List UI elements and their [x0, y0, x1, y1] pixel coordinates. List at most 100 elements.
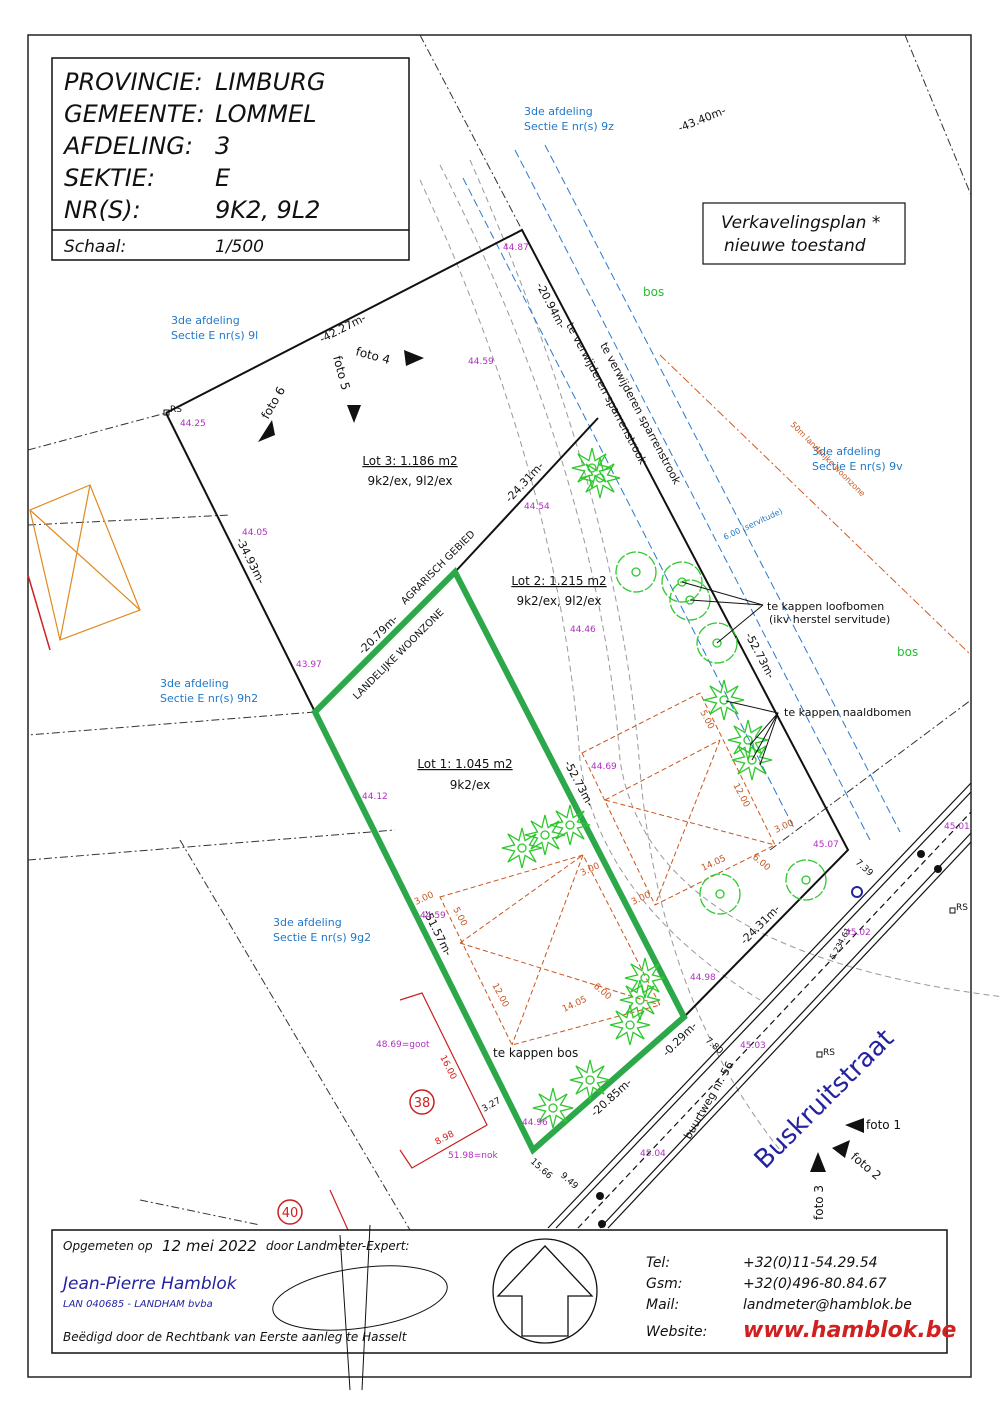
- conifer-tree-icon: [703, 679, 745, 721]
- spot-level: 45.04: [640, 1149, 666, 1159]
- parcel-label: 3de afdeling: [812, 445, 881, 458]
- title-label: AFDELING:: [62, 132, 193, 160]
- contact-mobile[interactable]: +32(0)496-80.84.67: [743, 1276, 887, 1292]
- title-value: E: [215, 164, 231, 192]
- conifer-trunk-icon: [640, 973, 650, 983]
- conifer-tree-icon: [727, 719, 769, 761]
- conifer-trunk-icon: [625, 1020, 635, 1030]
- building-dim: 6.00: [750, 853, 772, 874]
- title-block: PROVINCIE: LIMBURG GEMEENTE: LOMMEL AFDE…: [51, 57, 410, 261]
- servitude-label: 6.00 (servitude): [722, 507, 784, 542]
- dimension-label: -34.93m-: [233, 535, 267, 586]
- leader-lines: [681, 581, 779, 766]
- title-label: GEMEENTE:: [64, 100, 205, 128]
- cadastral-lines: [27, 34, 972, 1231]
- road-dots: [596, 850, 942, 1228]
- dimension-label: 7.39: [853, 858, 875, 879]
- parcel-labels: 3de afdeling Sectie E nr(s) 9z 3de afdel…: [160, 105, 903, 944]
- dimension-label: 9.49: [558, 1171, 580, 1192]
- conifer-trunk-icon: [587, 463, 597, 473]
- lot-labels: Lot 1: 1.045 m2 9k2/ex Lot 2: 1.215 m2 9…: [362, 454, 606, 792]
- conifer-tree-icon: [501, 827, 543, 869]
- neighbor-dim: 16.00: [437, 1054, 458, 1082]
- goot-level: 48.69=goot: [376, 1040, 430, 1050]
- building-dim: 14.05: [700, 854, 728, 874]
- building-dim: 3.00: [579, 861, 602, 879]
- spot-level: 44.87: [503, 243, 529, 253]
- forest-label: bos: [897, 645, 918, 659]
- house-number-40-badge: [277, 1199, 303, 1225]
- title-label: NR(S):: [64, 196, 141, 224]
- parcel-label: 3de afdeling: [160, 677, 229, 690]
- rs-marker: RS: [170, 405, 182, 415]
- spot-level: 44.25: [180, 419, 206, 429]
- parcel-label: Sectie E nr(s) 9l: [171, 329, 258, 342]
- photo-label: foto 6: [258, 384, 288, 421]
- lot-3-parcels: 9k2/ex, 9l2/ex: [367, 474, 452, 488]
- parcel-label: 3de afdeling: [171, 314, 240, 327]
- building-footprints: [439, 692, 776, 1046]
- conifer-tree-icon: [532, 1087, 574, 1129]
- parcel-label: Sectie E nr(s) 9z: [524, 120, 614, 133]
- house-number-38-badge: [409, 1089, 435, 1115]
- spot-level: 44.98: [690, 973, 716, 983]
- manhole-icon: [851, 886, 863, 898]
- website-link[interactable]: www.hamblok.be: [743, 1318, 956, 1343]
- conifer-tree-icon: [571, 447, 613, 489]
- signature: [272, 1224, 448, 1391]
- sworn-statement: Beëdigd door de Rechtbank van Eerste aan…: [63, 1330, 408, 1344]
- neighbor-house-38: [329, 992, 488, 1231]
- building-dim: 6.00: [591, 982, 613, 1003]
- conifer-tree-icon: [731, 739, 773, 781]
- conifer-trunk-icon: [719, 695, 729, 705]
- conifer-tree-icon: [619, 979, 661, 1021]
- spot-levels: 44.87 44.59 44.25 44.05 44.54 43.97 44.4…: [180, 243, 970, 1159]
- footer-block: Opgemeten op 12 mei 2022 door Landmeter-…: [51, 1224, 956, 1391]
- building-dim: 12.00: [730, 782, 751, 810]
- photo-label: foto 1: [866, 1118, 901, 1132]
- contact-email[interactable]: landmeter@hamblok.be: [743, 1297, 912, 1313]
- trees-note: te kappen loofbomen: [767, 600, 884, 613]
- house-number-40: 40: [282, 1206, 299, 1221]
- spot-level: 44.12: [362, 792, 388, 802]
- spot-level: 45.01: [944, 822, 970, 832]
- building-dim: 3.00: [413, 890, 436, 908]
- dimension-label: -20.94m-: [533, 280, 568, 330]
- plan-title: Verkavelingsplan *: [721, 213, 880, 233]
- contact-phone[interactable]: +32(0)11-54.29.54: [743, 1255, 878, 1271]
- spot-level: 44.69: [591, 762, 617, 772]
- lot-2-parcels: 9k2/ex, 9l2/ex: [516, 594, 601, 608]
- photo-markers: [258, 350, 864, 1172]
- parcel-label: Sectie E nr(s) 9g2: [273, 931, 371, 944]
- title-value: 9K2, 9L2: [215, 196, 320, 224]
- scale-value: 1/500: [215, 237, 264, 257]
- conifer-trunk-icon: [548, 1103, 558, 1113]
- lot-1-outline: [311, 566, 688, 1155]
- surveyor-name: Jean-Pierre Hamblok: [60, 1274, 238, 1294]
- title-value: LOMMEL: [215, 100, 316, 128]
- conifer-trunk-icon: [517, 843, 527, 853]
- dimension-label: -52.73m-: [742, 630, 777, 680]
- trees-note: te kappen bos: [493, 1046, 578, 1060]
- conifer-trunk-icon: [565, 820, 575, 830]
- title-value: 3: [215, 132, 230, 160]
- photo-label: foto 3: [812, 1185, 826, 1220]
- conifer-trunk-icon: [540, 830, 550, 840]
- parcel-label: 3de afdeling: [524, 105, 593, 118]
- surveyed-prefix: Opgemeten op: [63, 1239, 153, 1253]
- contour-arcs: [419, 159, 1000, 1151]
- lot-3-title: Lot 3: 1.186 m2: [362, 454, 457, 468]
- spot-level: 44.96: [522, 1118, 548, 1128]
- website-label: Website:: [646, 1324, 707, 1340]
- spot-level: 44.59: [420, 911, 446, 921]
- photo-label: foto 2: [848, 1150, 884, 1183]
- surveyed-date: 12 mei 2022: [162, 1237, 257, 1255]
- building-dim: 3.00: [630, 890, 653, 908]
- dimension-label: -42.27m-: [317, 311, 368, 345]
- north-arrow-icon: [492, 1238, 598, 1344]
- servitude-lines: [462, 144, 901, 841]
- neighbor-red-line: [27, 574, 51, 651]
- lot-1-title: Lot 1: 1.045 m2: [417, 757, 512, 771]
- plan-subtitle: nieuwe toestand: [724, 236, 866, 256]
